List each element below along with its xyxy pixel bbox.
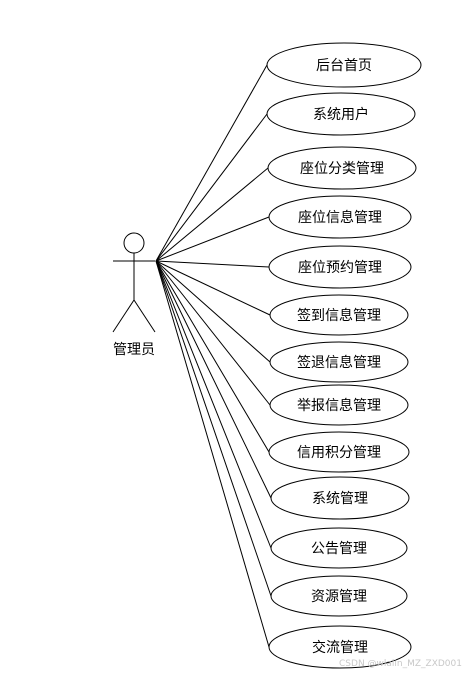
- use-case-label: 资源管理: [311, 589, 367, 605]
- association-line: [155, 260, 270, 453]
- use-case-ellipse: [270, 575, 408, 617]
- use-case: 交流管理: [268, 625, 412, 669]
- association-line: [155, 113, 268, 262]
- watermark: CSDN @wlalin_MZ_ZXD001: [339, 659, 462, 669]
- association-line: [155, 260, 272, 499]
- use-case-ellipse: [269, 384, 409, 426]
- association-line: [155, 260, 270, 268]
- use-case-label: 签到信息管理: [297, 307, 381, 324]
- use-case-ellipse: [266, 42, 422, 88]
- use-case-label: 系统用户: [313, 106, 369, 123]
- use-case-label: 座位信息管理: [298, 209, 382, 226]
- use-case-ellipse: [269, 294, 409, 336]
- use-case: 座位信息管理: [268, 195, 412, 239]
- association-line: [155, 260, 272, 597]
- use-case-ellipse: [270, 527, 408, 569]
- use-case-label: 签退信息管理: [297, 354, 381, 371]
- use-case: 系统管理: [270, 476, 410, 520]
- use-case-ellipse: [268, 625, 412, 669]
- association-line: [155, 167, 269, 262]
- use-case-label: 公告管理: [311, 541, 367, 557]
- association-line: [155, 260, 271, 363]
- use-case-label: 信用积分管理: [297, 445, 381, 461]
- use-case-ellipse: [267, 146, 417, 190]
- association-line: [155, 260, 270, 648]
- use-case: 签退信息管理: [269, 341, 409, 383]
- association-line: [155, 216, 270, 262]
- association-lines: [155, 64, 272, 648]
- association-line: [155, 260, 272, 549]
- use-case: 座位分类管理: [267, 146, 417, 190]
- use-case: 公告管理: [270, 527, 408, 569]
- association-line: [155, 260, 271, 406]
- use-case-label: 交流管理: [312, 639, 368, 656]
- association-line: [155, 260, 271, 316]
- use-case: 信用积分管理: [268, 431, 410, 473]
- use-case-ellipse: [269, 341, 409, 383]
- use-case-label: 举报信息管理: [297, 397, 381, 414]
- use-case-list: 后台首页系统用户座位分类管理座位信息管理座位预约管理签到信息管理签退信息管理举报…: [266, 42, 422, 669]
- actor-head: [123, 232, 145, 254]
- use-case: 系统用户: [266, 92, 416, 136]
- use-case: 签到信息管理: [269, 294, 409, 336]
- use-case: 座位预约管理: [268, 245, 412, 289]
- association-line: [155, 64, 268, 262]
- use-case-label: 座位预约管理: [298, 260, 382, 276]
- actor-left-leg: [112, 299, 135, 333]
- use-case-ellipse: [268, 195, 412, 239]
- actor-right-leg: [133, 299, 156, 333]
- use-case-ellipse: [270, 476, 410, 520]
- use-case: 资源管理: [270, 575, 408, 617]
- actor-label: 管理员: [113, 342, 155, 358]
- use-case: 后台首页: [266, 42, 422, 88]
- use-case-ellipse: [268, 245, 412, 289]
- use-case-label: 后台首页: [316, 58, 372, 74]
- use-case-label: 系统管理: [312, 491, 368, 507]
- use-case: 举报信息管理: [269, 384, 409, 426]
- use-case-ellipse: [268, 431, 410, 473]
- actor-admin: 管理员: [112, 232, 156, 358]
- use-case-ellipse: [266, 92, 416, 136]
- use-case-label: 座位分类管理: [300, 161, 384, 177]
